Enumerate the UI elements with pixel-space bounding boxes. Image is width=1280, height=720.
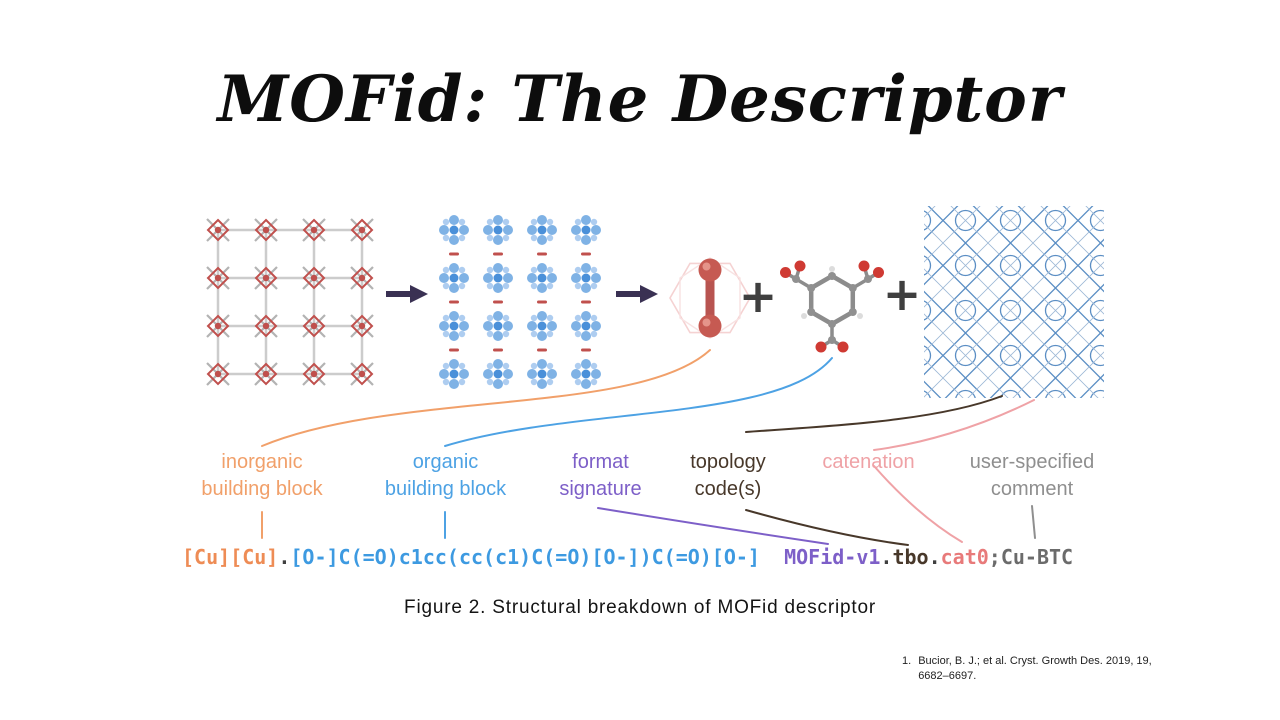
building-blocks-grid-image xyxy=(439,215,601,389)
label-format-signature: format signature xyxy=(559,451,642,500)
label-user-specified-comment: user-specified comment xyxy=(969,451,1095,500)
connector-catenation-net xyxy=(873,399,1035,451)
mofid-segment-organic-smiles: [O-]C(=O)c1cc(cc(c1)C(=O)[O-])C(=O)[O-] xyxy=(290,545,760,569)
connector-topology-net xyxy=(745,395,1003,433)
slide-title: MOFid: The Descriptor xyxy=(217,62,1063,137)
label-catenation: catenation xyxy=(822,451,915,473)
label-inorganic-building-block: inorganic building block xyxy=(201,451,323,500)
mofid-string: [Cu][Cu].[O-]C(=O)c1cc(cc(c1)C(=O)[O-])C… xyxy=(182,545,1073,569)
mofid-segment-dot: . xyxy=(278,545,291,569)
mofid-segment-catenation: cat0 xyxy=(940,545,989,569)
reference: 1. Bucior, B. J.; et al. Cryst. Growth D… xyxy=(902,654,1157,685)
figure-caption: Figure 2. Structural breakdown of MOFid … xyxy=(404,597,876,618)
topology-net-image xyxy=(924,206,1104,398)
connector-format xyxy=(597,507,829,545)
reference-number: 1. xyxy=(902,655,912,667)
connector-catenation-string xyxy=(873,465,963,543)
mof-crystal-image xyxy=(205,217,375,387)
mofid-diagram-figure: + + xyxy=(205,206,1104,546)
mofid-segment-comment: ;Cu-BTC xyxy=(988,545,1074,569)
flow-arrow-1 xyxy=(386,285,428,303)
label-organic-building-block: organic building block xyxy=(384,451,507,500)
connector-comment xyxy=(1031,505,1036,539)
mofid-segment-format-signature: MOFid-v1 xyxy=(759,545,881,569)
mofid-segment-dot: . xyxy=(880,545,893,569)
mofid-segment-dot: . xyxy=(928,545,941,569)
plus-sign-2: + xyxy=(883,267,922,321)
connector-organic xyxy=(444,357,833,447)
mofid-segment-topology-code: tbo xyxy=(892,545,929,569)
inorganic-node-image xyxy=(669,257,751,339)
organic-linker-image xyxy=(780,260,884,353)
mofid-segment-inorganic: [Cu][Cu] xyxy=(182,545,279,569)
plus-sign-1: + xyxy=(739,269,778,323)
flow-arrow-2 xyxy=(616,285,658,303)
connector-topology-string xyxy=(745,509,909,546)
label-topology-codes: topology code(s) xyxy=(690,451,766,500)
connector-inorganic xyxy=(261,349,711,447)
reference-text: Bucior, B. J.; et al. Cryst. Growth Des.… xyxy=(918,655,1152,683)
